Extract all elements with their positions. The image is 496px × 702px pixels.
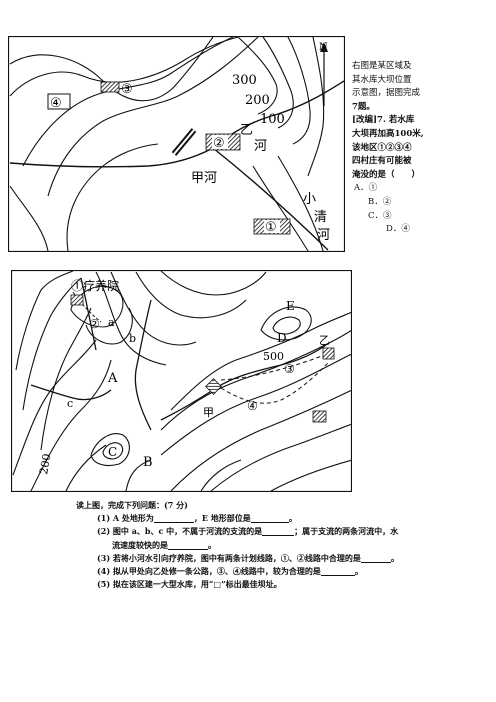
label-E: E — [286, 299, 295, 313]
river-label-jiahe: 甲河 — [191, 171, 217, 186]
topographic-map: ①疗养院 ② a b A c C B D E 500 200 ③ ④ 甲 乙 — [11, 270, 352, 492]
questions-intro: 读上图，完成下列问题：(7 分) — [76, 500, 188, 510]
option-a: A．① — [354, 183, 378, 194]
answer-blank[interactable] — [153, 512, 194, 524]
option-b: B．② — [368, 196, 392, 207]
route-4 — [220, 361, 330, 404]
answer-blank[interactable] — [250, 512, 289, 524]
sanatorium-marker — [70, 294, 84, 306]
label-a: a — [108, 316, 115, 329]
jia-marker — [205, 378, 222, 395]
answer-blank[interactable] — [360, 552, 391, 563]
dam-marker — [171, 128, 197, 156]
svg-text:N: N — [319, 42, 328, 53]
map1-contours — [9, 36, 325, 252]
label-jia: 甲 — [203, 406, 214, 419]
label-A: A — [107, 371, 118, 386]
river-label-he: 河 — [254, 139, 267, 154]
question7-line: 其水库大坝位置 — [352, 74, 412, 85]
label-500: 500 — [263, 350, 284, 363]
label-B: B — [143, 455, 153, 470]
question7-line: [改编]7. 若水库 — [352, 115, 415, 126]
label-D: D — [277, 331, 287, 345]
label-200: 200 — [37, 453, 53, 476]
reservoir-map: N 300 200 100 ④ ③ ② ① 乙 河 甲河 小 清 河 — [8, 36, 345, 252]
river-b — [134, 299, 152, 431]
contour-300: 300 — [232, 73, 257, 88]
river-jiahe — [9, 147, 214, 168]
question7-line: 右图是某区域及 — [352, 61, 412, 71]
question7-line: 示意图，据图完成 — [352, 88, 421, 99]
village-4: ④ — [47, 93, 71, 111]
answer-blank[interactable] — [168, 539, 208, 550]
answer-blank[interactable] — [262, 525, 295, 537]
option-d: D．④ — [386, 224, 410, 235]
question7-line: 大坝再加高100米, — [352, 128, 424, 139]
label-2: ② — [89, 317, 100, 331]
label-yi: 乙 — [319, 334, 330, 347]
village-3: ③ — [100, 81, 133, 97]
river-a — [80, 277, 97, 351]
question7-text: 右图是某区域及 其水库大坝位置 示意图，据图完成 7题。 [改编]7. 若水库 … — [352, 60, 436, 237]
river-main — [160, 344, 327, 421]
village-marker — [312, 410, 327, 423]
question-5: (5) 拟在该区建一大型水库，用“□”标出最佳坝址。 — [97, 579, 282, 590]
label-c: c — [67, 397, 73, 410]
question-4: (4) 拟从甲处向乙处修一条公路，③、④线路中，较为合理的是。 — [97, 565, 363, 577]
question7-line: 四村庄有可能被 — [352, 156, 412, 167]
option-c: C．③ — [368, 210, 392, 221]
label-b: b — [129, 332, 136, 345]
river-xiaoqing — [212, 147, 329, 251]
question-2: (2) 图中 a、b、c 中，不属于河流的支流的是；属于支流的两条河流中，水 — [97, 525, 399, 537]
river-label-he2: 河 — [317, 228, 330, 243]
contour-200: 200 — [245, 93, 270, 108]
svg-text:④: ④ — [50, 96, 62, 111]
svg-text:①: ① — [265, 220, 277, 235]
svg-text:③: ③ — [121, 82, 133, 97]
answer-blank[interactable] — [320, 565, 355, 577]
label-sanatorium: ①疗养院 — [71, 278, 119, 293]
question-1: (1) A 处地形为，E 地形部位是。 — [97, 512, 297, 524]
question-3: (3) 若将小河水引向疗养院，图中有两条计划线路，①、②线路中合理的是。 — [97, 552, 399, 563]
route-3 — [220, 351, 332, 381]
contour-100: 100 — [260, 112, 285, 127]
river-label-xiao: 小 — [303, 192, 316, 207]
village-2: ② — [205, 133, 241, 151]
label-3: ③ — [284, 362, 295, 376]
question7-line: 该地区①②③④ — [352, 142, 412, 153]
village-1: ① — [253, 218, 291, 235]
river-label-qing: 清 — [314, 210, 327, 225]
map2-frame — [11, 270, 352, 492]
label-C: C — [108, 445, 117, 459]
questions-block: 读上图，完成下列问题：(7 分) (1) A 处地形为，E 地形部位是。 (2)… — [76, 499, 436, 591]
question7-line: 淹没的是（ ） — [352, 169, 421, 180]
north-arrow-icon: N — [319, 42, 328, 106]
yi-marker — [322, 347, 335, 360]
place-yi: 乙 — [240, 123, 253, 138]
question7-line: 7题。 — [352, 101, 375, 112]
label-4: ④ — [247, 399, 258, 413]
svg-text:②: ② — [213, 136, 225, 151]
river-c — [30, 384, 112, 401]
question-2-cont: 流速度较快的是。 — [112, 539, 216, 550]
